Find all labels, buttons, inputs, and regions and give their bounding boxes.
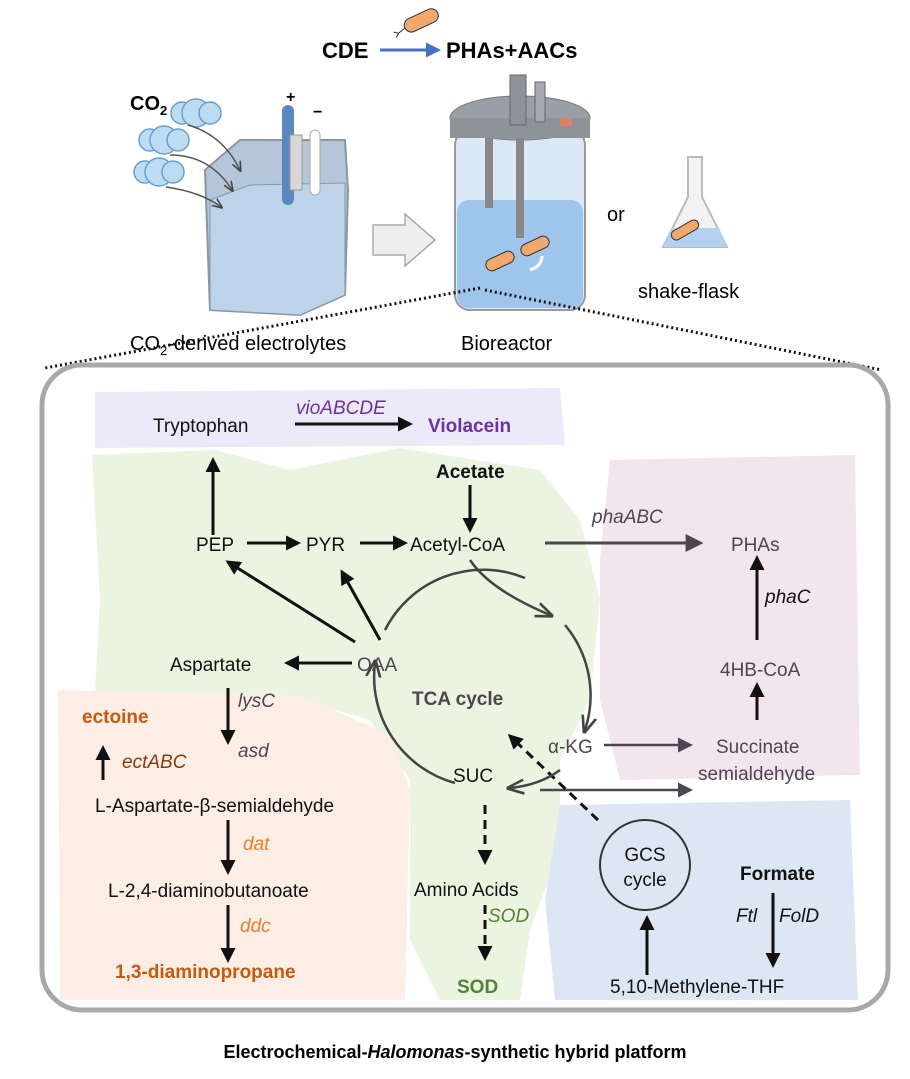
formate: Formate bbox=[740, 864, 815, 885]
products-label: PHAs+AACs bbox=[446, 38, 577, 63]
l-aspartate-semialdehyde: L-Aspartate-β-semialdehyde bbox=[95, 796, 334, 817]
pha-gene: phaABC bbox=[591, 507, 663, 528]
ectoine: ectoine bbox=[82, 707, 149, 728]
electrolytes-label: CO2-derived electrolytes bbox=[130, 333, 346, 358]
acetyl-coa: Acetyl-CoA bbox=[410, 535, 505, 556]
electrode-minus: − bbox=[313, 104, 322, 121]
diaminopropane: 1,3-diaminopropane bbox=[115, 962, 296, 983]
dat-gene: dat bbox=[243, 834, 270, 855]
violacein: Violacein bbox=[428, 416, 511, 437]
acetate: Acetate bbox=[436, 462, 505, 483]
lysc-gene: lysC bbox=[238, 691, 275, 712]
region-pha bbox=[600, 455, 860, 780]
zoom-dotted-line-left bbox=[44, 286, 481, 370]
gcs-label-2: cycle bbox=[623, 870, 666, 891]
sod-gene: SOD bbox=[488, 906, 529, 927]
ddc-gene: ddc bbox=[240, 916, 271, 937]
co2-molecule-icon bbox=[133, 98, 222, 187]
asd-gene: asd bbox=[238, 741, 270, 762]
process-arrow-icon bbox=[372, 212, 437, 268]
amino-acids: Amino Acids bbox=[414, 880, 519, 901]
co2-label: CO2 bbox=[130, 93, 167, 118]
phac-gene: phaC bbox=[764, 587, 811, 608]
methylene-thf: 5,10-Methylene-THF bbox=[610, 977, 784, 998]
bioreactor-label: Bioreactor bbox=[461, 333, 552, 355]
succinate-semialdehyde-2: semialdehyde bbox=[698, 764, 815, 785]
diaminobutanoate: L-2,4-diaminobutanoate bbox=[108, 881, 309, 902]
pathway-arrows bbox=[95, 416, 781, 975]
bacterium-icon bbox=[393, 8, 439, 38]
suc: SUC bbox=[453, 766, 493, 787]
electrolyzer-icon: + − bbox=[165, 89, 350, 317]
shake-flask-label: shake-flask bbox=[638, 281, 740, 303]
ectabc-gene: ectABC bbox=[122, 752, 187, 773]
gcs-cycle-icon bbox=[599, 819, 691, 911]
caption: Electrochemical-Halomonas-synthetic hybr… bbox=[223, 1042, 686, 1062]
phas: PHAs bbox=[731, 535, 780, 556]
tryptophan: Tryptophan bbox=[153, 416, 248, 437]
background-regions bbox=[58, 388, 860, 1000]
region-formate bbox=[545, 800, 858, 1000]
tca-cycle-icon bbox=[374, 559, 590, 788]
pathway-labels: Tryptophan vioABCDE Violacein Acetate PE… bbox=[82, 398, 819, 998]
region-central-metabolism bbox=[92, 448, 600, 1000]
region-diaminopropane bbox=[58, 690, 410, 1000]
region-violacein bbox=[95, 388, 565, 448]
alpha-kg: α-KG bbox=[548, 737, 593, 758]
tca-cycle-label: TCA cycle bbox=[412, 689, 503, 710]
fold-gene: FolD bbox=[779, 906, 819, 927]
pep: PEP bbox=[196, 535, 234, 556]
gcs-label-1: GCS bbox=[624, 845, 665, 866]
sod: SOD bbox=[457, 977, 498, 998]
ftl-gene: Ftl bbox=[736, 906, 758, 927]
shake-flask-icon bbox=[661, 156, 729, 248]
vio-gene: vioABCDE bbox=[296, 398, 386, 419]
succinate-semialdehyde-1: Succinate bbox=[716, 737, 799, 758]
pyr: PYR bbox=[306, 535, 345, 556]
oaa: OAA bbox=[357, 655, 397, 676]
bioreactor-icon bbox=[449, 74, 591, 311]
electrode-plus: + bbox=[286, 89, 295, 106]
cde-label: CDE bbox=[322, 38, 368, 63]
top-illustration: CDE PHAs+AACs CO2 + − bbox=[44, 8, 883, 372]
aspartate: Aspartate bbox=[170, 655, 251, 676]
4hb-coa: 4HB-CoA bbox=[720, 660, 801, 681]
or-label: or bbox=[607, 204, 625, 226]
